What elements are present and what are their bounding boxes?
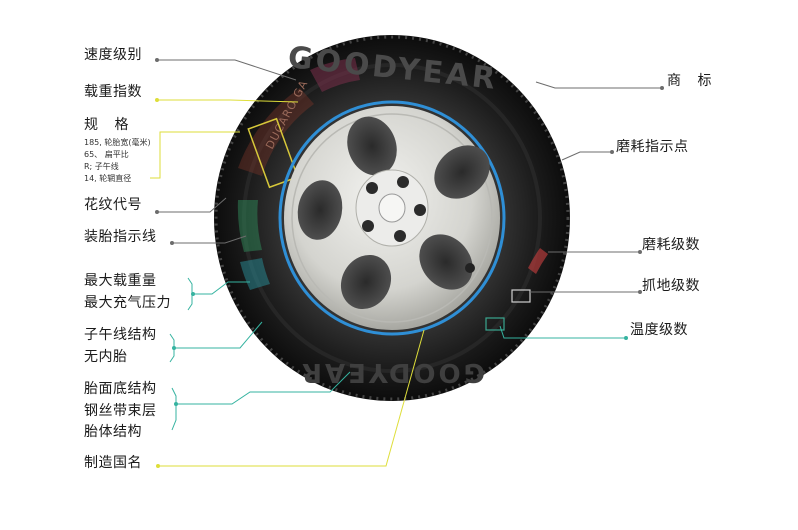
lug-nut (397, 176, 409, 188)
hub-center (378, 193, 406, 223)
rim-inner-lip (291, 113, 493, 323)
label-specification: 规 格 (84, 117, 135, 133)
leader-dot (610, 150, 614, 154)
leader-dot (660, 86, 664, 90)
leader-country (158, 329, 425, 467)
leader-max-load (193, 281, 250, 295)
leader-wear-indicator (561, 151, 612, 161)
rim-hole (340, 254, 392, 310)
label-trademark: 商 标 (667, 73, 718, 89)
leader-dot (170, 241, 174, 245)
leader-dot (155, 58, 159, 62)
leader-trademark (535, 81, 662, 89)
leader-dot (638, 290, 642, 294)
tire-tread-edge (214, 35, 570, 401)
label-speed-rating: 速度级别 (84, 47, 142, 63)
valve-stem (465, 263, 475, 273)
leader-tread-structure (176, 371, 351, 405)
left-leaders (150, 59, 425, 467)
right-leaders (499, 81, 662, 339)
bracket-max-load (187, 277, 193, 311)
leader-dot (155, 98, 159, 102)
bracket-tread-structure (171, 387, 177, 431)
speed-load-zone (310, 58, 360, 92)
label-tread-structure: 胎面底结构 (84, 381, 157, 397)
label-tubeless: 无内胎 (84, 349, 128, 365)
label-max-pressure: 最大充气压力 (84, 295, 171, 311)
label-traction-grade: 抓地级数 (642, 278, 700, 294)
spec-note-rim-diameter: 14, 轮辋直径 (84, 174, 132, 183)
spec-note-radial: R; 子午线 (84, 162, 119, 171)
label-load-index: 载重指数 (84, 84, 142, 100)
leader-speed-rating (157, 59, 297, 81)
label-temperature-grade: 温度级数 (630, 322, 688, 338)
lug-nut (366, 182, 378, 194)
mounting-line-zone (237, 200, 262, 252)
leader-tread-pattern (157, 197, 227, 213)
leader-specification (150, 131, 240, 179)
bracket-radial (169, 333, 175, 363)
leader-dot (638, 250, 642, 254)
leader-load-index (157, 99, 299, 103)
rim-hole (419, 234, 473, 290)
leader-temperature (499, 325, 626, 339)
lug-nut (362, 220, 374, 232)
lug-nut (414, 204, 426, 216)
sidewall-brand-bottom: GOODYEAR (299, 357, 485, 387)
temperature-marker-box (485, 317, 505, 331)
label-carcass-structure: 胎体结构 (84, 424, 142, 440)
label-wear-indicator: 磨耗指示点 (616, 139, 689, 155)
label-country-of-manufacture: 制造国名 (84, 455, 142, 471)
treadwear-zone (528, 248, 548, 274)
rim-hole (347, 116, 397, 176)
label-mounting-line: 装胎指示线 (84, 229, 157, 245)
spec-marker-box (247, 117, 299, 189)
label-treadwear-grade: 磨耗级数 (642, 237, 700, 253)
rim-hole (434, 145, 490, 199)
label-steel-belt: 钢丝带束层 (84, 403, 157, 419)
leader-dot (155, 210, 159, 214)
leader-dot (624, 336, 628, 340)
rim-hole (297, 180, 343, 240)
leader-mounting-line (172, 235, 247, 244)
traction-marker-box (511, 289, 531, 303)
label-max-load: 最大载重量 (84, 273, 157, 289)
leader-radial (174, 321, 263, 349)
rim-blue-ring (278, 100, 506, 336)
label-radial-structure: 子午线结构 (84, 327, 157, 343)
spec-note-aspect: 65、 扁平比 (84, 150, 129, 159)
lug-nut (394, 230, 406, 242)
leader-dot (156, 464, 160, 468)
spec-note-width: 185, 轮胎宽(毫米) (84, 138, 151, 147)
label-tread-pattern-code: 花纹代号 (84, 197, 142, 213)
